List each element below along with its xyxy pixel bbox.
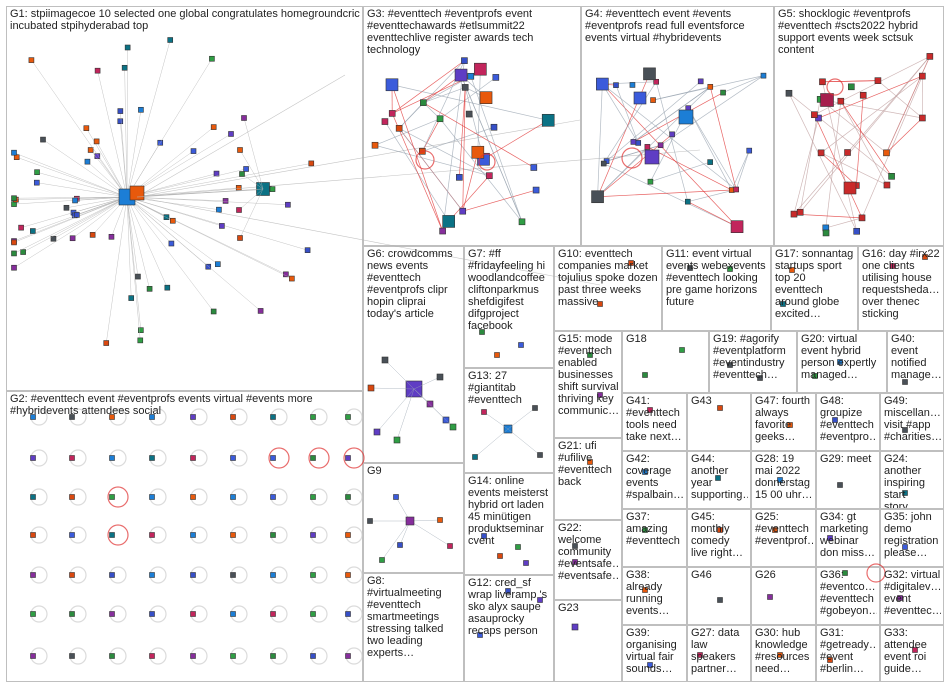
group-g41: G41: #eventtech tools need take next… bbox=[622, 393, 687, 451]
group-label: G23 bbox=[558, 602, 579, 614]
group-label: G46 bbox=[691, 569, 712, 581]
group-label: G49: miscellan… visit #app #charities… bbox=[884, 395, 941, 443]
group-g15: G15: mode #eventtech enabled businesses … bbox=[554, 331, 622, 438]
group-label: G11: event virtual events webexevents #e… bbox=[666, 248, 766, 308]
group-label: G16: day #irx22 one clients utilising ho… bbox=[862, 248, 940, 320]
group-label: G38: already running events… bbox=[626, 569, 670, 617]
group-g17: G17: sonnantag startups sport top 20 eve… bbox=[771, 246, 858, 331]
group-label: G31: #getready… #event #berlin… bbox=[820, 627, 877, 675]
group-g6: G6: crowdcomms news events #eventtech #e… bbox=[363, 246, 464, 463]
group-g9: G9 bbox=[363, 463, 464, 573]
group-g31: G31: #getready… #event #berlin… bbox=[816, 625, 880, 682]
group-g10: G10: eventtech companies market tojulius… bbox=[554, 246, 662, 331]
group-g32: G32: virtual #digitalev… event #eventtec… bbox=[880, 567, 944, 625]
group-label: G26 bbox=[755, 569, 776, 581]
group-label: G1: stpiimagecoe 10 selected one global … bbox=[10, 8, 360, 32]
group-g36: G36: #eventco… #eventtech #gobeyon… bbox=[816, 567, 880, 625]
group-g39: G39: organising virtual fair sounds… bbox=[622, 625, 687, 682]
group-g43: G43 bbox=[687, 393, 751, 451]
group-g12: G12: cred_sf wrap liveramp 's sko alyx s… bbox=[464, 575, 554, 682]
group-label: G9 bbox=[367, 465, 382, 477]
group-g16: G16: day #irx22 one clients utilising ho… bbox=[858, 246, 944, 331]
group-label: G41: #eventtech tools need take next… bbox=[626, 395, 682, 443]
group-label: G27: data law speakers partner… bbox=[691, 627, 740, 675]
group-label: G34: gt marketing webinar don miss… bbox=[820, 511, 876, 559]
group-g40: G40: event notified manage… bbox=[887, 331, 944, 393]
group-label: G39: organising virtual fair sounds… bbox=[626, 627, 677, 675]
group-g45: G45: monthly comedy live right… bbox=[687, 509, 751, 567]
group-g35: G35: john demo registration please… bbox=[880, 509, 944, 567]
group-g19: G19: #agorify #eventplatform #eventindus… bbox=[709, 331, 797, 393]
group-label: G13: 27 #giantitab #eventtech bbox=[468, 370, 522, 406]
group-label: G44: another year supporting… bbox=[691, 453, 748, 501]
group-label: G29: meet bbox=[820, 453, 872, 465]
group-label: G21: ufi #ufilive #eventtech back bbox=[558, 440, 612, 488]
group-label: G15: mode #eventtech enabled businesses … bbox=[558, 333, 619, 417]
group-label: G6: crowdcomms news events #eventtech #e… bbox=[367, 248, 453, 320]
group-g14: G14: online events meisterst hybrid ort … bbox=[464, 473, 554, 575]
group-label: G19: #agorify #eventplatform #eventindus… bbox=[713, 333, 786, 381]
group-g8: G8: #virtualmeeting #eventtech smartmeet… bbox=[363, 573, 464, 682]
group-g38: G38: already running events… bbox=[622, 567, 687, 625]
group-g28: G28: 19 mai 2022 donnerstag 15 00 uhr… bbox=[751, 451, 816, 509]
group-g48: G48: groupize #eventtech #eventpro… bbox=[816, 393, 880, 451]
group-label: G4: #eventtech event #events #eventprofs… bbox=[585, 8, 745, 44]
group-g49: G49: miscellan… visit #app #charities… bbox=[880, 393, 944, 451]
group-g23: G23 bbox=[554, 600, 622, 682]
group-label: G43 bbox=[691, 395, 712, 407]
group-label: G36: #eventco… #eventtech #gobeyon… bbox=[820, 569, 877, 617]
group-label: G24: another inspiring start story… bbox=[884, 453, 925, 509]
group-label: G48: groupize #eventtech #eventpro… bbox=[820, 395, 877, 443]
group-label: G5: shocklogic #eventprofs #eventtech #s… bbox=[778, 8, 919, 56]
group-label: G17: sonnantag startups sport top 20 eve… bbox=[775, 248, 854, 320]
group-g47: G47: fourth always favorite geeks… bbox=[751, 393, 816, 451]
group-g4: G4: #eventtech event #events #eventprofs… bbox=[581, 6, 774, 246]
group-g13: G13: 27 #giantitab #eventtech bbox=[464, 368, 554, 473]
group-g1: G1: stpiimagecoe 10 selected one global … bbox=[6, 6, 363, 391]
group-label: G40: event notified manage… bbox=[891, 333, 941, 381]
group-label: G45: monthly comedy live right… bbox=[691, 511, 743, 559]
group-label: G33: attendee event roi guide… bbox=[884, 627, 927, 675]
group-label: G2: #eventtech event #eventprofs events … bbox=[10, 393, 313, 417]
group-g3: G3: #eventtech #eventprofs event #eventt… bbox=[363, 6, 581, 246]
group-label: G18 bbox=[626, 333, 647, 345]
group-label: G30: hub knowledge #resources need… bbox=[755, 627, 810, 675]
group-label: G20: virtual event hybrid person expertl… bbox=[801, 333, 877, 381]
group-label: G7: #ff #fridayfeeling hi woodlandcoffee… bbox=[468, 248, 546, 332]
group-g21: G21: ufi #ufilive #eventtech back bbox=[554, 438, 622, 520]
group-g11: G11: event virtual events webexevents #e… bbox=[662, 246, 771, 331]
group-label: G12: cred_sf wrap liveramp 's sko alyx s… bbox=[468, 577, 548, 637]
group-g27: G27: data law speakers partner… bbox=[687, 625, 751, 682]
group-label: G42: coverage events #spalbain… bbox=[626, 453, 684, 501]
group-label: G32: virtual #digitalev… event #eventtec… bbox=[884, 569, 941, 617]
group-g22: G22: welcome community #eventsafe… #even… bbox=[554, 520, 622, 600]
group-g26: G26 bbox=[751, 567, 816, 625]
group-g33: G33: attendee event roi guide… bbox=[880, 625, 944, 682]
group-g2: G2: #eventtech event #eventprofs events … bbox=[6, 391, 363, 682]
group-label: G14: online events meisterst hybrid ort … bbox=[468, 475, 549, 547]
group-g46: G46 bbox=[687, 567, 751, 625]
group-g42: G42: coverage events #spalbain… bbox=[622, 451, 687, 509]
group-label: G22: welcome community #eventsafe… #even… bbox=[558, 522, 619, 582]
group-g5: G5: shocklogic #eventprofs #eventtech #s… bbox=[774, 6, 944, 246]
group-g29: G29: meet bbox=[816, 451, 880, 509]
group-label: G10: eventtech companies market tojulius… bbox=[558, 248, 658, 308]
group-label: G3: #eventtech #eventprofs event #eventt… bbox=[367, 8, 534, 56]
group-g30: G30: hub knowledge #resources need… bbox=[751, 625, 816, 682]
group-label: G35: john demo registration please… bbox=[884, 511, 939, 559]
group-g44: G44: another year supporting… bbox=[687, 451, 751, 509]
group-label: G28: 19 mai 2022 donnerstag 15 00 uhr… bbox=[755, 453, 813, 501]
group-g7: G7: #ff #fridayfeeling hi woodlandcoffee… bbox=[464, 246, 554, 368]
group-g24: G24: another inspiring start story… bbox=[880, 451, 944, 509]
group-label: G37: amazing #eventtech bbox=[626, 511, 680, 547]
group-label: G25: #eventtech #eventprof… bbox=[755, 511, 813, 547]
group-g37: G37: amazing #eventtech bbox=[622, 509, 687, 567]
group-label: G47: fourth always favorite geeks… bbox=[755, 395, 811, 443]
group-label: G8: #virtualmeeting #eventtech smartmeet… bbox=[367, 575, 444, 659]
group-g34: G34: gt marketing webinar don miss… bbox=[816, 509, 880, 567]
group-g25: G25: #eventtech #eventprof… bbox=[751, 509, 816, 567]
group-g18: G18 bbox=[622, 331, 709, 393]
group-g20: G20: virtual event hybrid person expertl… bbox=[797, 331, 887, 393]
